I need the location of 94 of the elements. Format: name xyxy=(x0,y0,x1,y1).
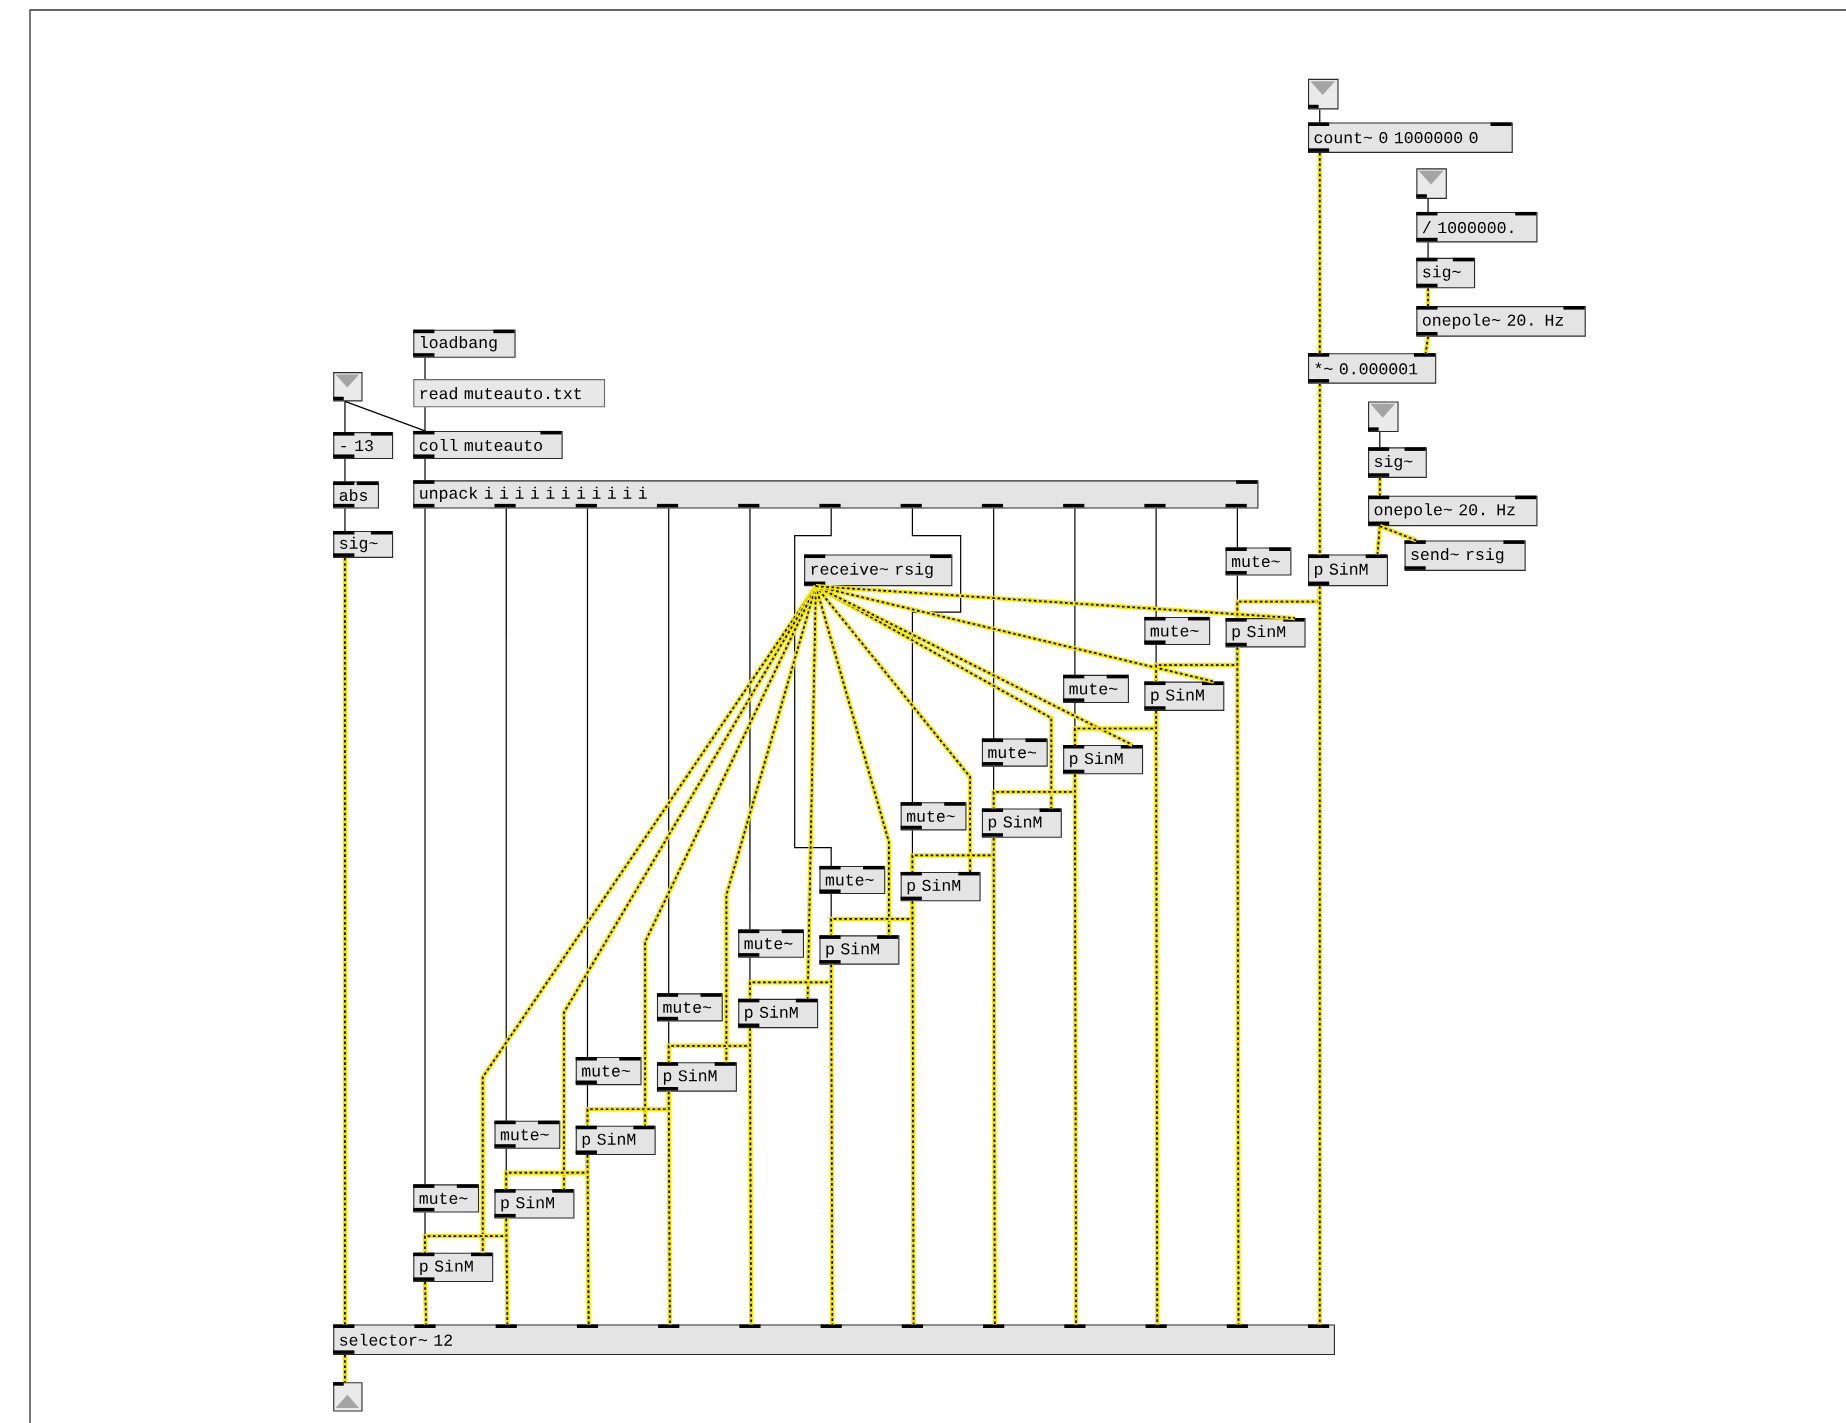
patch-cord xyxy=(344,458,346,483)
object-box: p SinM xyxy=(819,935,900,965)
object-box: p SinM xyxy=(1144,681,1225,711)
patch-cord xyxy=(344,400,346,433)
object-box: - 13 xyxy=(333,432,394,460)
signal-cord xyxy=(815,584,1296,621)
object-box: sig~ xyxy=(1368,447,1427,478)
object-box: p SinM xyxy=(1063,745,1144,775)
object-box: mute~ xyxy=(1225,547,1292,576)
object-box: send~ rsig xyxy=(1404,540,1526,571)
patch-cord xyxy=(424,406,426,432)
signal-cord xyxy=(805,585,819,1000)
patch-cord xyxy=(1427,241,1429,259)
object-box: selector~ 12 xyxy=(333,1324,1335,1355)
signal-cord xyxy=(342,1354,348,1383)
object-box: mute~ xyxy=(738,929,804,958)
signal-cord xyxy=(1317,585,1322,1326)
patch-cord xyxy=(1319,108,1321,124)
patch-cord xyxy=(344,507,346,532)
object-box: p SinM xyxy=(738,998,819,1029)
object-box: coll muteauto xyxy=(413,430,563,460)
object-box: mute~ xyxy=(413,1184,480,1213)
patch-cord xyxy=(505,507,507,1122)
patch-cord xyxy=(344,400,426,432)
object-box: p SinM xyxy=(494,1189,575,1219)
patch-cord xyxy=(1074,507,1076,676)
patch-cord xyxy=(911,507,962,803)
object-box: p SinM xyxy=(413,1252,494,1282)
patch-cord xyxy=(1155,507,1157,618)
patch-cord xyxy=(993,507,995,740)
outlet-box xyxy=(333,1382,363,1412)
signal-cord xyxy=(1072,773,1079,1326)
object-box: mute~ xyxy=(1063,674,1129,703)
object-box: p SinM xyxy=(981,808,1062,838)
patch-cord xyxy=(424,357,426,380)
signal-cord xyxy=(814,584,1134,747)
signal-cord xyxy=(1317,382,1322,556)
object-box: loadbang xyxy=(413,329,516,358)
object-box: p SinM xyxy=(575,1125,656,1156)
object-box: abs xyxy=(333,481,380,509)
patch-cord xyxy=(1236,507,1238,549)
signal-cord xyxy=(813,585,892,937)
object-box: sig~ xyxy=(333,530,394,558)
inlet-box xyxy=(1416,168,1447,199)
inlet-box xyxy=(1308,78,1339,110)
object-box: receive~ rsig xyxy=(804,554,953,587)
signal-cord xyxy=(666,1090,673,1326)
object-box: sig~ xyxy=(1416,257,1476,289)
object-box: p SinM xyxy=(656,1062,737,1092)
signal-cord xyxy=(814,584,973,873)
signal-cord xyxy=(342,557,348,1326)
message-box: read muteauto.txt xyxy=(413,379,606,408)
inlet-box xyxy=(1368,401,1399,432)
signal-cord xyxy=(1153,710,1160,1326)
patch-cord xyxy=(1427,198,1429,213)
object-box: unpack i i i i i i i i i i i xyxy=(413,480,1259,509)
signal-cord xyxy=(1425,287,1431,307)
signal-cord xyxy=(747,1027,754,1326)
signal-cord xyxy=(504,1217,510,1326)
object-box: onepole~ 20. Hz xyxy=(1416,306,1586,337)
signal-cord xyxy=(1423,335,1431,355)
signal-cord xyxy=(1235,646,1241,1326)
signal-cord xyxy=(991,836,997,1326)
inlet-box xyxy=(333,372,363,402)
object-box: mute~ xyxy=(1144,616,1211,646)
signal-cord xyxy=(561,585,818,1191)
object-box: mute~ xyxy=(981,738,1048,767)
signal-cord xyxy=(829,963,835,1326)
object-box: mute~ xyxy=(575,1057,642,1086)
signal-cord xyxy=(422,1281,429,1326)
object-box: onepole~ 20. Hz xyxy=(1368,495,1538,527)
object-box: mute~ xyxy=(494,1120,561,1149)
object-box: mute~ xyxy=(656,993,723,1022)
patch-cord xyxy=(668,507,670,994)
signal-cord xyxy=(1378,524,1418,543)
signal-cord xyxy=(1377,477,1382,497)
object-box: mute~ xyxy=(900,802,967,831)
object-box: / 1000000. xyxy=(1416,211,1538,243)
object-box: *~ 0.000001 xyxy=(1308,353,1437,384)
patch-cord xyxy=(749,507,751,931)
object-box: p SinM xyxy=(1308,554,1388,587)
patch-cord xyxy=(424,458,426,481)
patch-cord xyxy=(424,507,426,1185)
patch-cord xyxy=(794,507,832,867)
patch-cord xyxy=(1379,431,1381,448)
signal-cord xyxy=(910,900,916,1326)
signal-cord xyxy=(1317,152,1322,355)
patch-cord xyxy=(586,507,589,1058)
object-box: p SinM xyxy=(900,871,981,902)
object-box: mute~ xyxy=(819,865,886,895)
object-box: p SinM xyxy=(1225,618,1306,648)
object-box: count~ 0 1000000 0 xyxy=(1308,122,1513,153)
signal-cord xyxy=(1375,525,1382,556)
signal-cord xyxy=(585,1154,591,1326)
